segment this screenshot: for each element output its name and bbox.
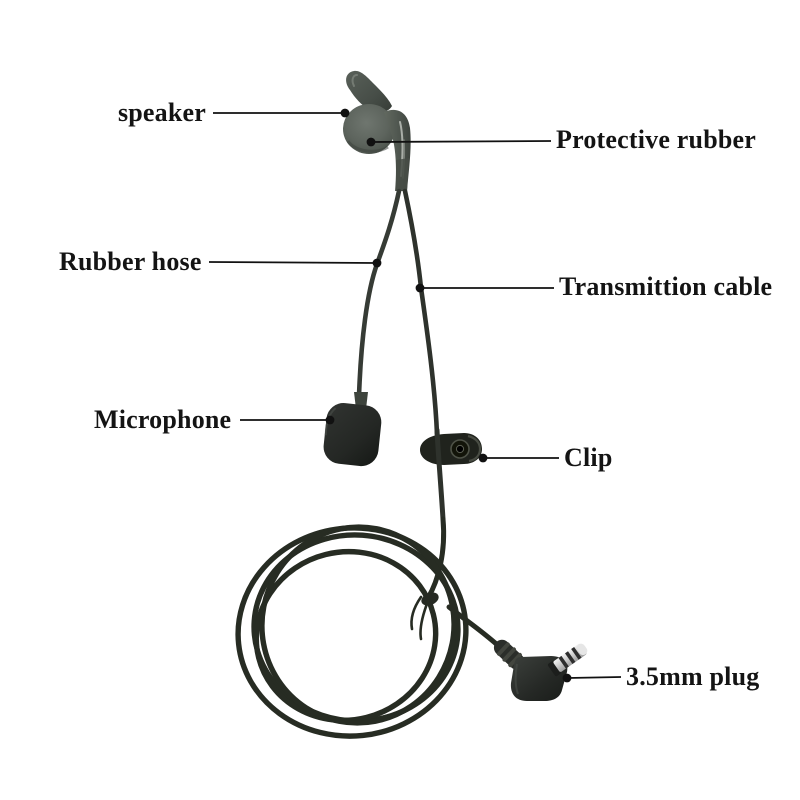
plug-metal-shaft	[548, 643, 588, 677]
label-microphone: Microphone	[94, 405, 232, 434]
label-transmission-cable: Transmittion cable	[559, 272, 773, 301]
earbud	[343, 70, 411, 191]
cable-to-coil	[434, 427, 446, 522]
leader-transmission-cable	[415, 283, 554, 293]
label-plug: 3.5mm plug	[626, 662, 760, 691]
leader-rubber-hose	[208, 258, 382, 268]
leader-clip	[478, 453, 559, 463]
rubber-hose-cable	[356, 188, 402, 399]
leader-microphone	[240, 415, 335, 425]
label-speaker: speaker	[117, 98, 206, 127]
plug-part	[493, 639, 588, 701]
leader-plug	[562, 673, 622, 683]
leader-lines	[208, 108, 622, 683]
microphone-part	[323, 392, 382, 467]
label-protective-rubber: Protective rubber	[556, 125, 757, 154]
cables	[356, 188, 440, 437]
leader-speaker	[213, 108, 350, 118]
transmission-cable	[402, 188, 440, 437]
clip-part	[420, 433, 482, 465]
leader-protective-rubber	[366, 137, 552, 147]
coiled-cable	[235, 516, 506, 739]
ear-wing	[346, 70, 392, 113]
label-clip: Clip	[564, 443, 613, 472]
cable-tie	[410, 592, 439, 641]
label-rubber-hose: Rubber hose	[59, 247, 202, 276]
